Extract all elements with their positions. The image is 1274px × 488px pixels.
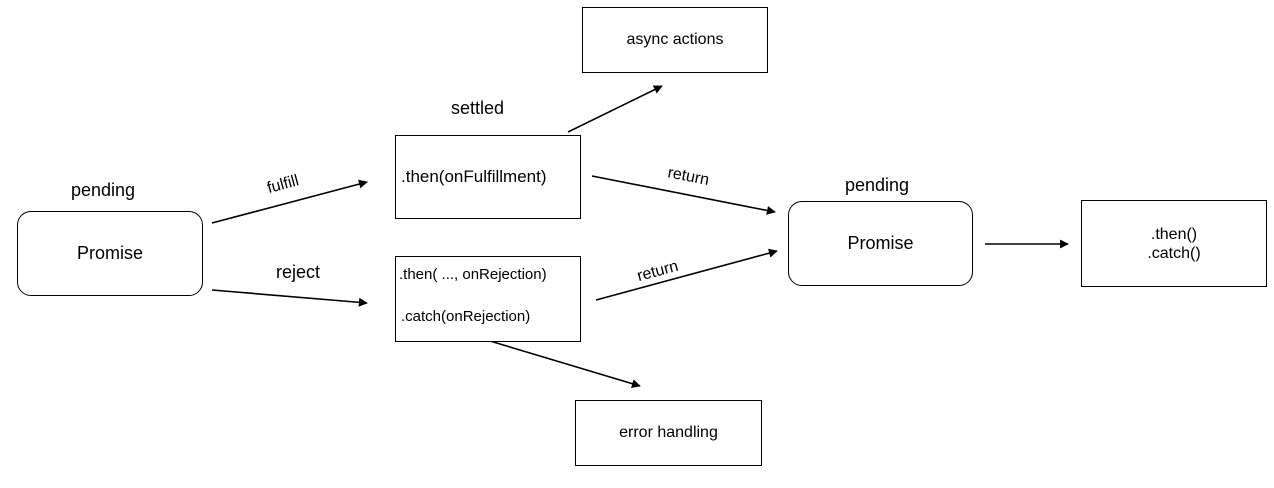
then-fulfillment-node: .then(onFulfillment) xyxy=(395,135,581,219)
chain-methods-node: .then() .catch() xyxy=(1081,200,1267,287)
error-handling-arrow xyxy=(489,340,641,388)
reject-arrow xyxy=(211,289,368,307)
promise-node-right-text: Promise xyxy=(847,233,914,253)
async-actions-text: async actions xyxy=(626,31,724,48)
catch-rejection-text: .catch(onRejection) xyxy=(401,308,531,325)
catch-method-text: .catch() xyxy=(1147,244,1201,262)
pending-label-left: pending xyxy=(71,180,136,200)
error-handling-text: error handling xyxy=(619,424,718,441)
async-actions-node: async actions xyxy=(582,7,768,73)
promise-node-right: Promise xyxy=(788,201,973,286)
return-top-arrow xyxy=(591,175,776,215)
then-method-text: .then() xyxy=(1150,225,1198,243)
return-bottom-arrow xyxy=(595,248,778,301)
promise-node-left: Promise xyxy=(17,211,203,296)
settled-label: settled xyxy=(451,98,505,118)
rejection-handler-node: .then( ..., onRejection) .catch(onReject… xyxy=(395,256,581,342)
reject-label: reject xyxy=(276,262,321,282)
promise-node-left-text: Promise xyxy=(76,243,143,263)
then-fulfillment-text: .then(onFulfillment) xyxy=(401,167,547,186)
then-rejection-text: .then( ..., onRejection) xyxy=(399,266,547,283)
fulfill-arrow xyxy=(211,179,368,224)
async-actions-arrow xyxy=(567,85,663,133)
pending-label-right: pending xyxy=(845,175,910,195)
error-handling-node: error handling xyxy=(575,400,762,466)
